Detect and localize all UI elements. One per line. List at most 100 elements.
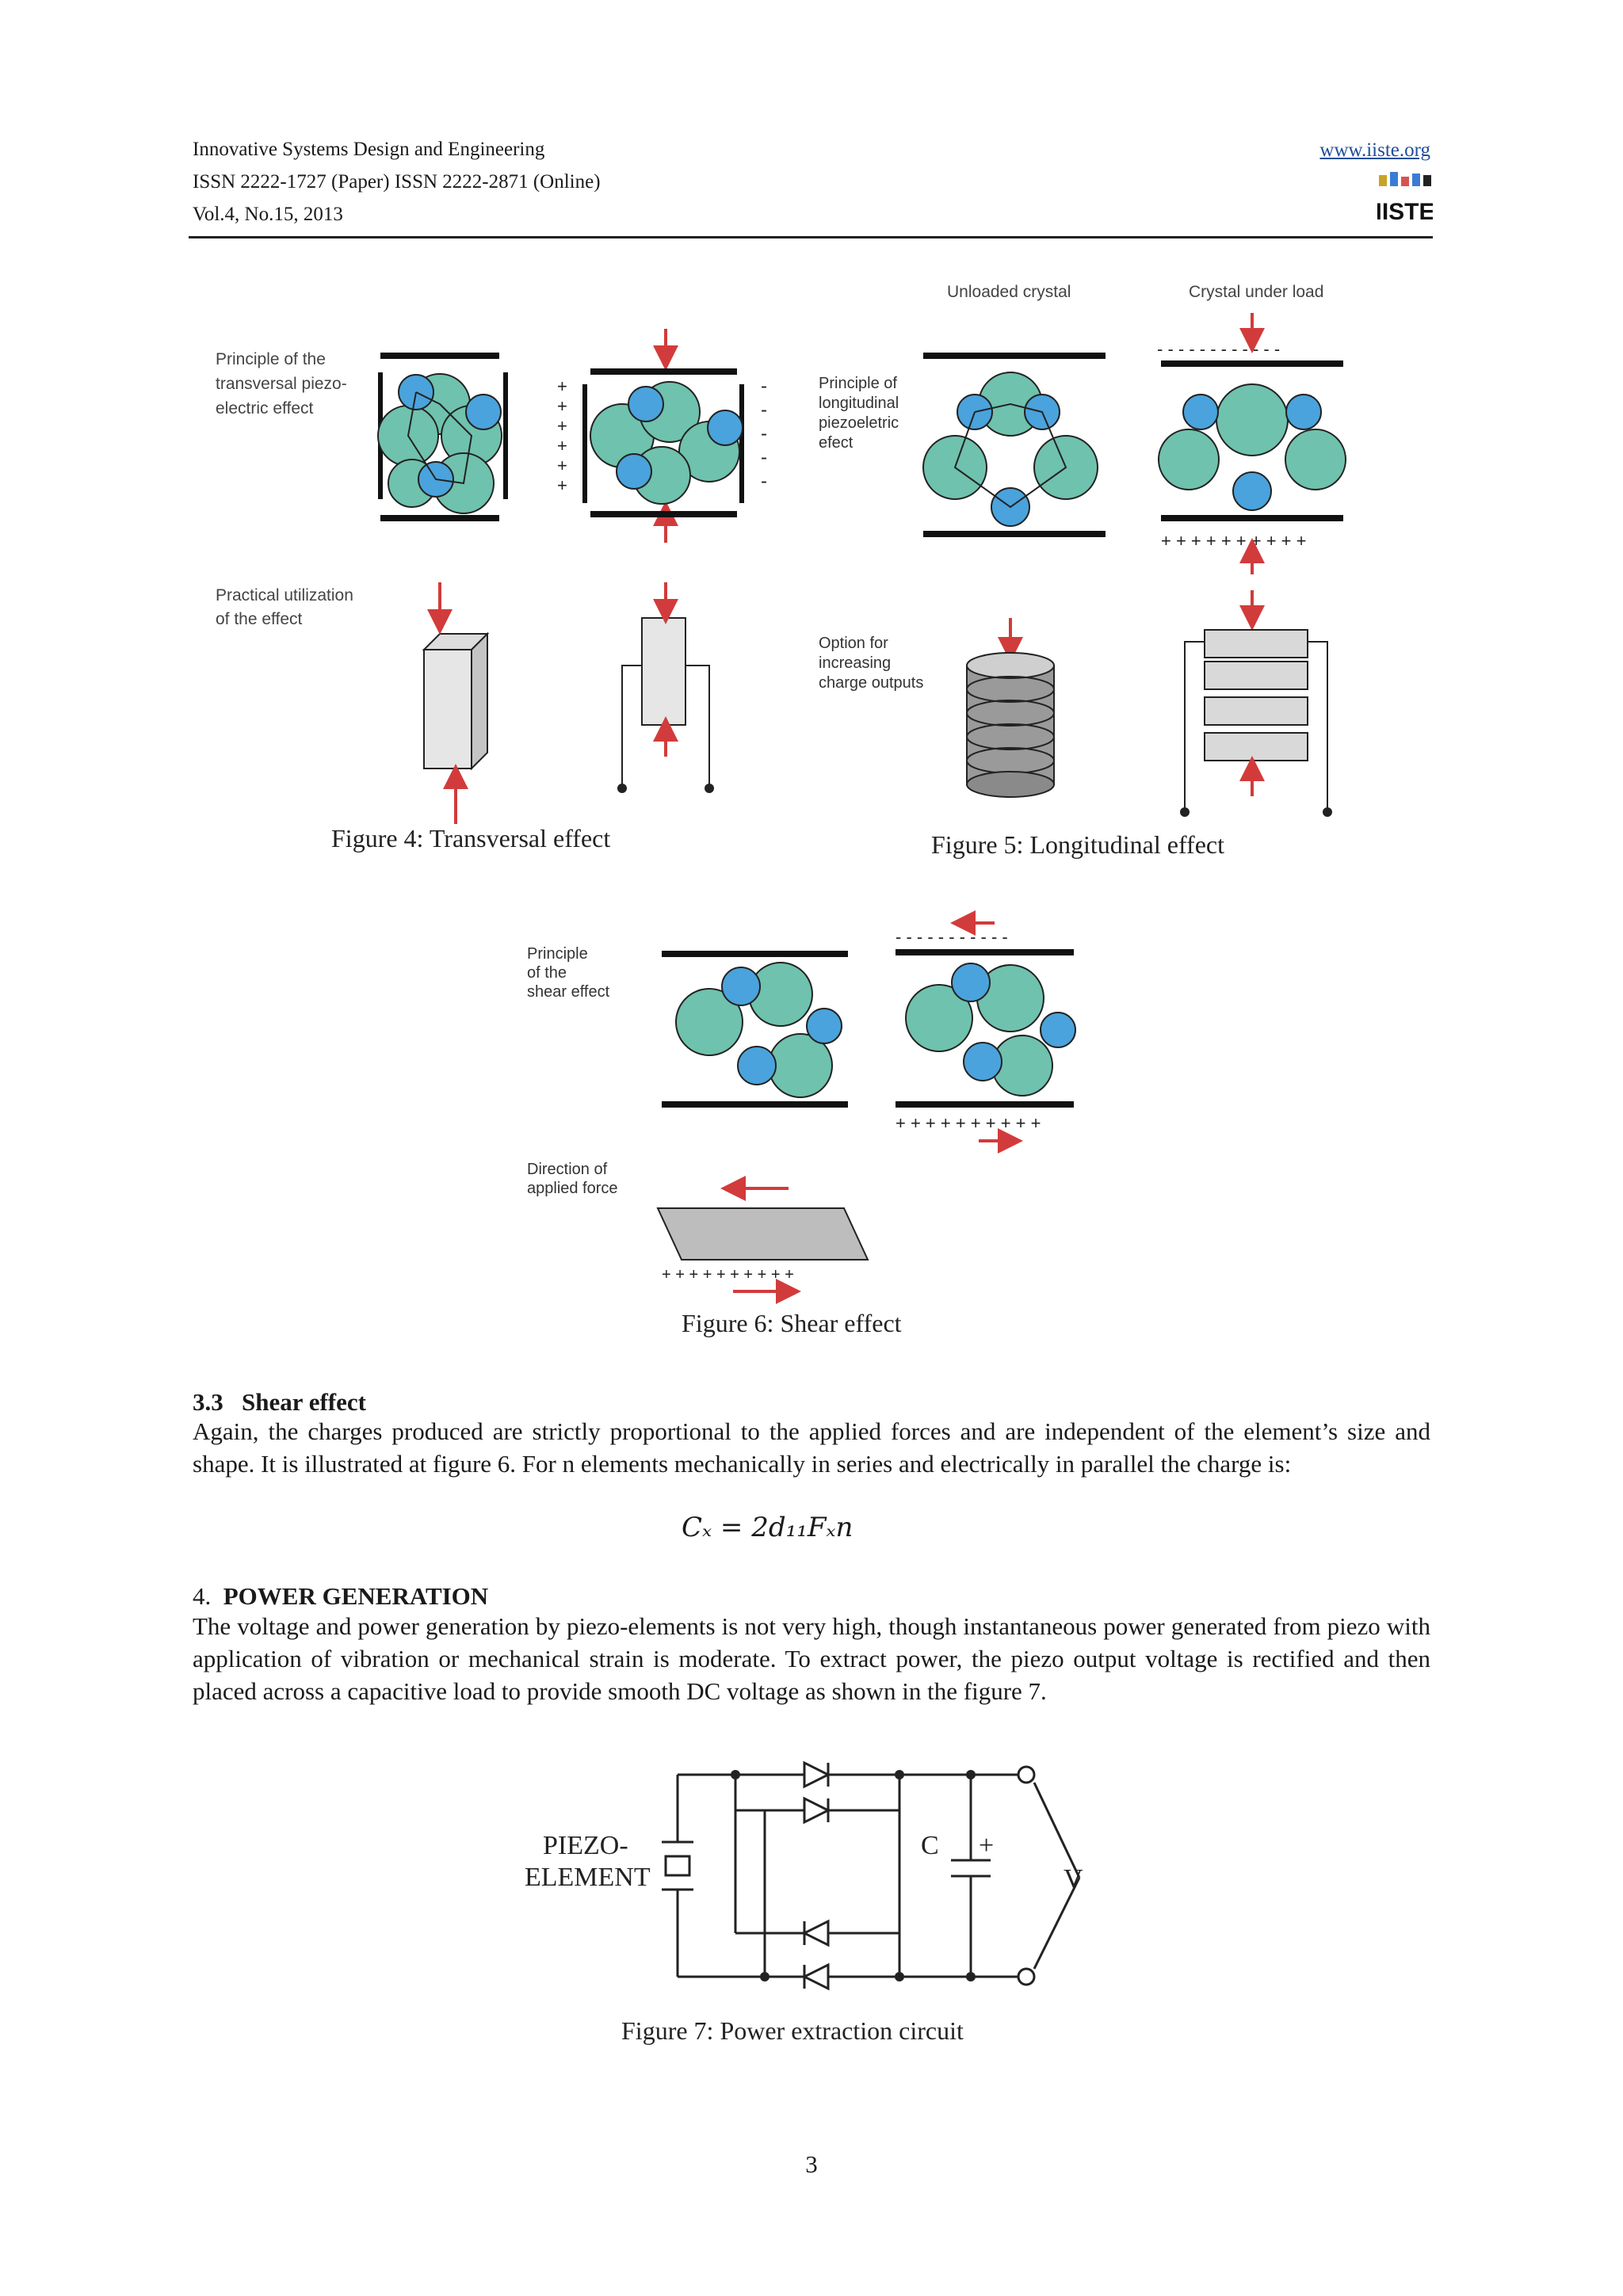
volume-line: Vol.4, No.15, 2013 — [193, 203, 343, 227]
section-3-3-title: Shear effect — [242, 1388, 366, 1416]
fig5-principle-line4: efect — [819, 434, 854, 452]
svg-text:Unloaded crystal: Unloaded crystal — [947, 283, 1071, 301]
diode-top-2 — [804, 1798, 828, 1822]
section-4-number: 4. — [193, 1582, 211, 1610]
fig7-voltage-label: V — [1064, 1864, 1083, 1894]
figure-4-5-image: Principle of the transversal piezo- elec… — [202, 269, 1375, 856]
diode-bottom-1 — [804, 1921, 828, 1945]
diode-top-1 — [804, 1763, 828, 1787]
svg-text:Direction of: Direction of — [527, 1161, 608, 1178]
svg-text:of the effect: of the effect — [216, 610, 303, 628]
fig5-disk-stack — [967, 618, 1054, 797]
fig4-plus-column: +++ +++ — [557, 376, 567, 495]
fig5-principle-line1: Principle of — [819, 375, 897, 392]
svg-text:C: C — [921, 1831, 939, 1860]
diode-bottom-2 — [804, 1965, 828, 1989]
fig5-option-line2: increasing — [819, 654, 891, 672]
charge-equation: Cₓ = 2d₁₁Fₓn — [682, 1512, 853, 1543]
figure-7-circuit: PIEZO- ELEMENT C + V — [515, 1751, 1117, 2004]
logo-text: IISTE — [1377, 199, 1433, 225]
fig5-principle-line2: longitudinal — [819, 395, 899, 412]
fig4-minus-column: --- -- — [761, 376, 767, 492]
svg-text:longitudinal: longitudinal — [819, 395, 899, 412]
svg-text:of the: of the — [527, 964, 567, 982]
section-3-3-heading: 3.3 Shear effect — [193, 1388, 366, 1417]
figure-4-caption: Figure 4: Transversal effect — [331, 824, 610, 852]
svg-text:applied force: applied force — [527, 1180, 618, 1197]
svg-text:-: - — [761, 376, 767, 397]
svg-text:+: + — [557, 376, 567, 396]
fig6-crystal-unloaded — [662, 951, 848, 1108]
section-3-3-number: 3.3 — [193, 1388, 223, 1416]
fig5-label-unloaded: Unloaded crystal — [947, 283, 1071, 301]
svg-text:Principle of the: Principle of the — [216, 350, 326, 368]
fig5-crystal-loaded: - - - - - - - - - - - - + + + + + + + + … — [1157, 313, 1346, 574]
fig5-option-line1: Option for — [819, 635, 888, 652]
fig4-practical-line1: Practical utilization — [216, 586, 353, 605]
svg-text:Crystal under load: Crystal under load — [1189, 283, 1323, 301]
svg-text:shear effect: shear effect — [527, 983, 610, 1001]
svg-text:Option for: Option for — [819, 635, 888, 652]
svg-text:+: + — [557, 436, 567, 456]
svg-text:-: - — [761, 399, 767, 421]
fig5-label-loaded: Crystal under load — [1189, 283, 1323, 301]
fig4-prism — [424, 582, 487, 824]
section-4-heading: 4. POWER GENERATION — [193, 1582, 488, 1611]
fig7-piezo-line1: PIEZO- — [543, 1831, 628, 1860]
fig5-crystal-unloaded — [923, 353, 1106, 537]
iiste-logo: IISTE — [1377, 170, 1433, 227]
svg-text:+ + + + + + + + + +: + + + + + + + + + + — [662, 1266, 794, 1283]
svg-text:+: + — [557, 416, 567, 436]
fig4-crystal-loaded — [582, 329, 744, 543]
svg-text:piezoeletric: piezoeletric — [819, 414, 899, 432]
fig7-capacitor-label: C — [921, 1831, 939, 1860]
journal-url-link[interactable]: www.iiste.org — [1319, 139, 1430, 162]
journal-name: Innovative Systems Design and Engineerin… — [193, 138, 544, 162]
svg-text:increasing: increasing — [819, 654, 891, 672]
svg-text:transversal piezo-: transversal piezo- — [216, 375, 347, 393]
figure-6-image: Principle of the shear effect Direction … — [519, 903, 1106, 1323]
svg-text:- - - - - - - - - - - -: - - - - - - - - - - - - — [1157, 339, 1280, 359]
fig6-crystal-loaded: - - - - - - - - - - - + + + + + + + + + … — [896, 923, 1075, 1141]
issn-line: ISSN 2222-1727 (Paper) ISSN 2222-2871 (O… — [193, 170, 601, 194]
figure-7-caption: Figure 7: Power extraction circuit — [621, 2016, 964, 2045]
section-3-3-body: Again, the charges produced are strictly… — [193, 1415, 1430, 1480]
svg-text:+ + + + + + + + + +: + + + + + + + + + + — [896, 1113, 1041, 1133]
svg-text:Practical utilization: Practical utilization — [216, 586, 353, 605]
header-rule — [189, 236, 1433, 238]
fig6-principle-line3: shear effect — [527, 983, 610, 1001]
fig4-principle-line2: transversal piezo- — [216, 375, 347, 393]
page-number: 3 — [0, 2150, 1623, 2179]
figure-5-caption: Figure 5: Longitudinal effect — [931, 830, 1224, 859]
fig4-principle-line3: electric effect — [216, 399, 313, 418]
fig5-option-line3: charge outputs — [819, 674, 923, 692]
fig6-principle-line2: of the — [527, 964, 567, 982]
svg-text:ELEMENT: ELEMENT — [525, 1863, 651, 1892]
svg-text:- - - - - - - - - - -: - - - - - - - - - - - — [896, 927, 1008, 947]
svg-text:V: V — [1064, 1864, 1083, 1894]
figure-6-caption: Figure 6: Shear effect — [682, 1309, 902, 1337]
fig4-crystal-unloaded — [378, 353, 508, 521]
svg-text:electric effect: electric effect — [216, 399, 313, 418]
svg-text:-: - — [761, 471, 767, 492]
svg-text:-: - — [761, 447, 767, 468]
svg-text:Principle: Principle — [527, 945, 588, 963]
svg-text:Principle of: Principle of — [819, 375, 897, 392]
junction-dots — [731, 1770, 976, 1981]
fig6-principle-line1: Principle — [527, 945, 588, 963]
fig4-practical-circuit — [618, 582, 713, 792]
fig6-direction-line2: applied force — [527, 1180, 618, 1197]
svg-text:+: + — [557, 475, 567, 495]
svg-text:-: - — [761, 423, 767, 444]
section-4-body: The voltage and power generation by piez… — [193, 1610, 1430, 1707]
svg-text:efect: efect — [819, 434, 854, 452]
fig5-stack-circuit — [1181, 590, 1331, 816]
fig6-direction-line1: Direction of — [527, 1161, 608, 1178]
fig6-shear-block: + + + + + + + + + + — [658, 1188, 868, 1291]
svg-text:+: + — [979, 1831, 994, 1860]
svg-text:PIEZO-: PIEZO- — [543, 1831, 628, 1860]
svg-text:+: + — [557, 456, 567, 475]
fig5-principle-line3: piezoeletric — [819, 414, 899, 432]
section-4-title: POWER GENERATION — [223, 1582, 488, 1610]
fig7-piezo-line2: ELEMENT — [525, 1863, 651, 1892]
